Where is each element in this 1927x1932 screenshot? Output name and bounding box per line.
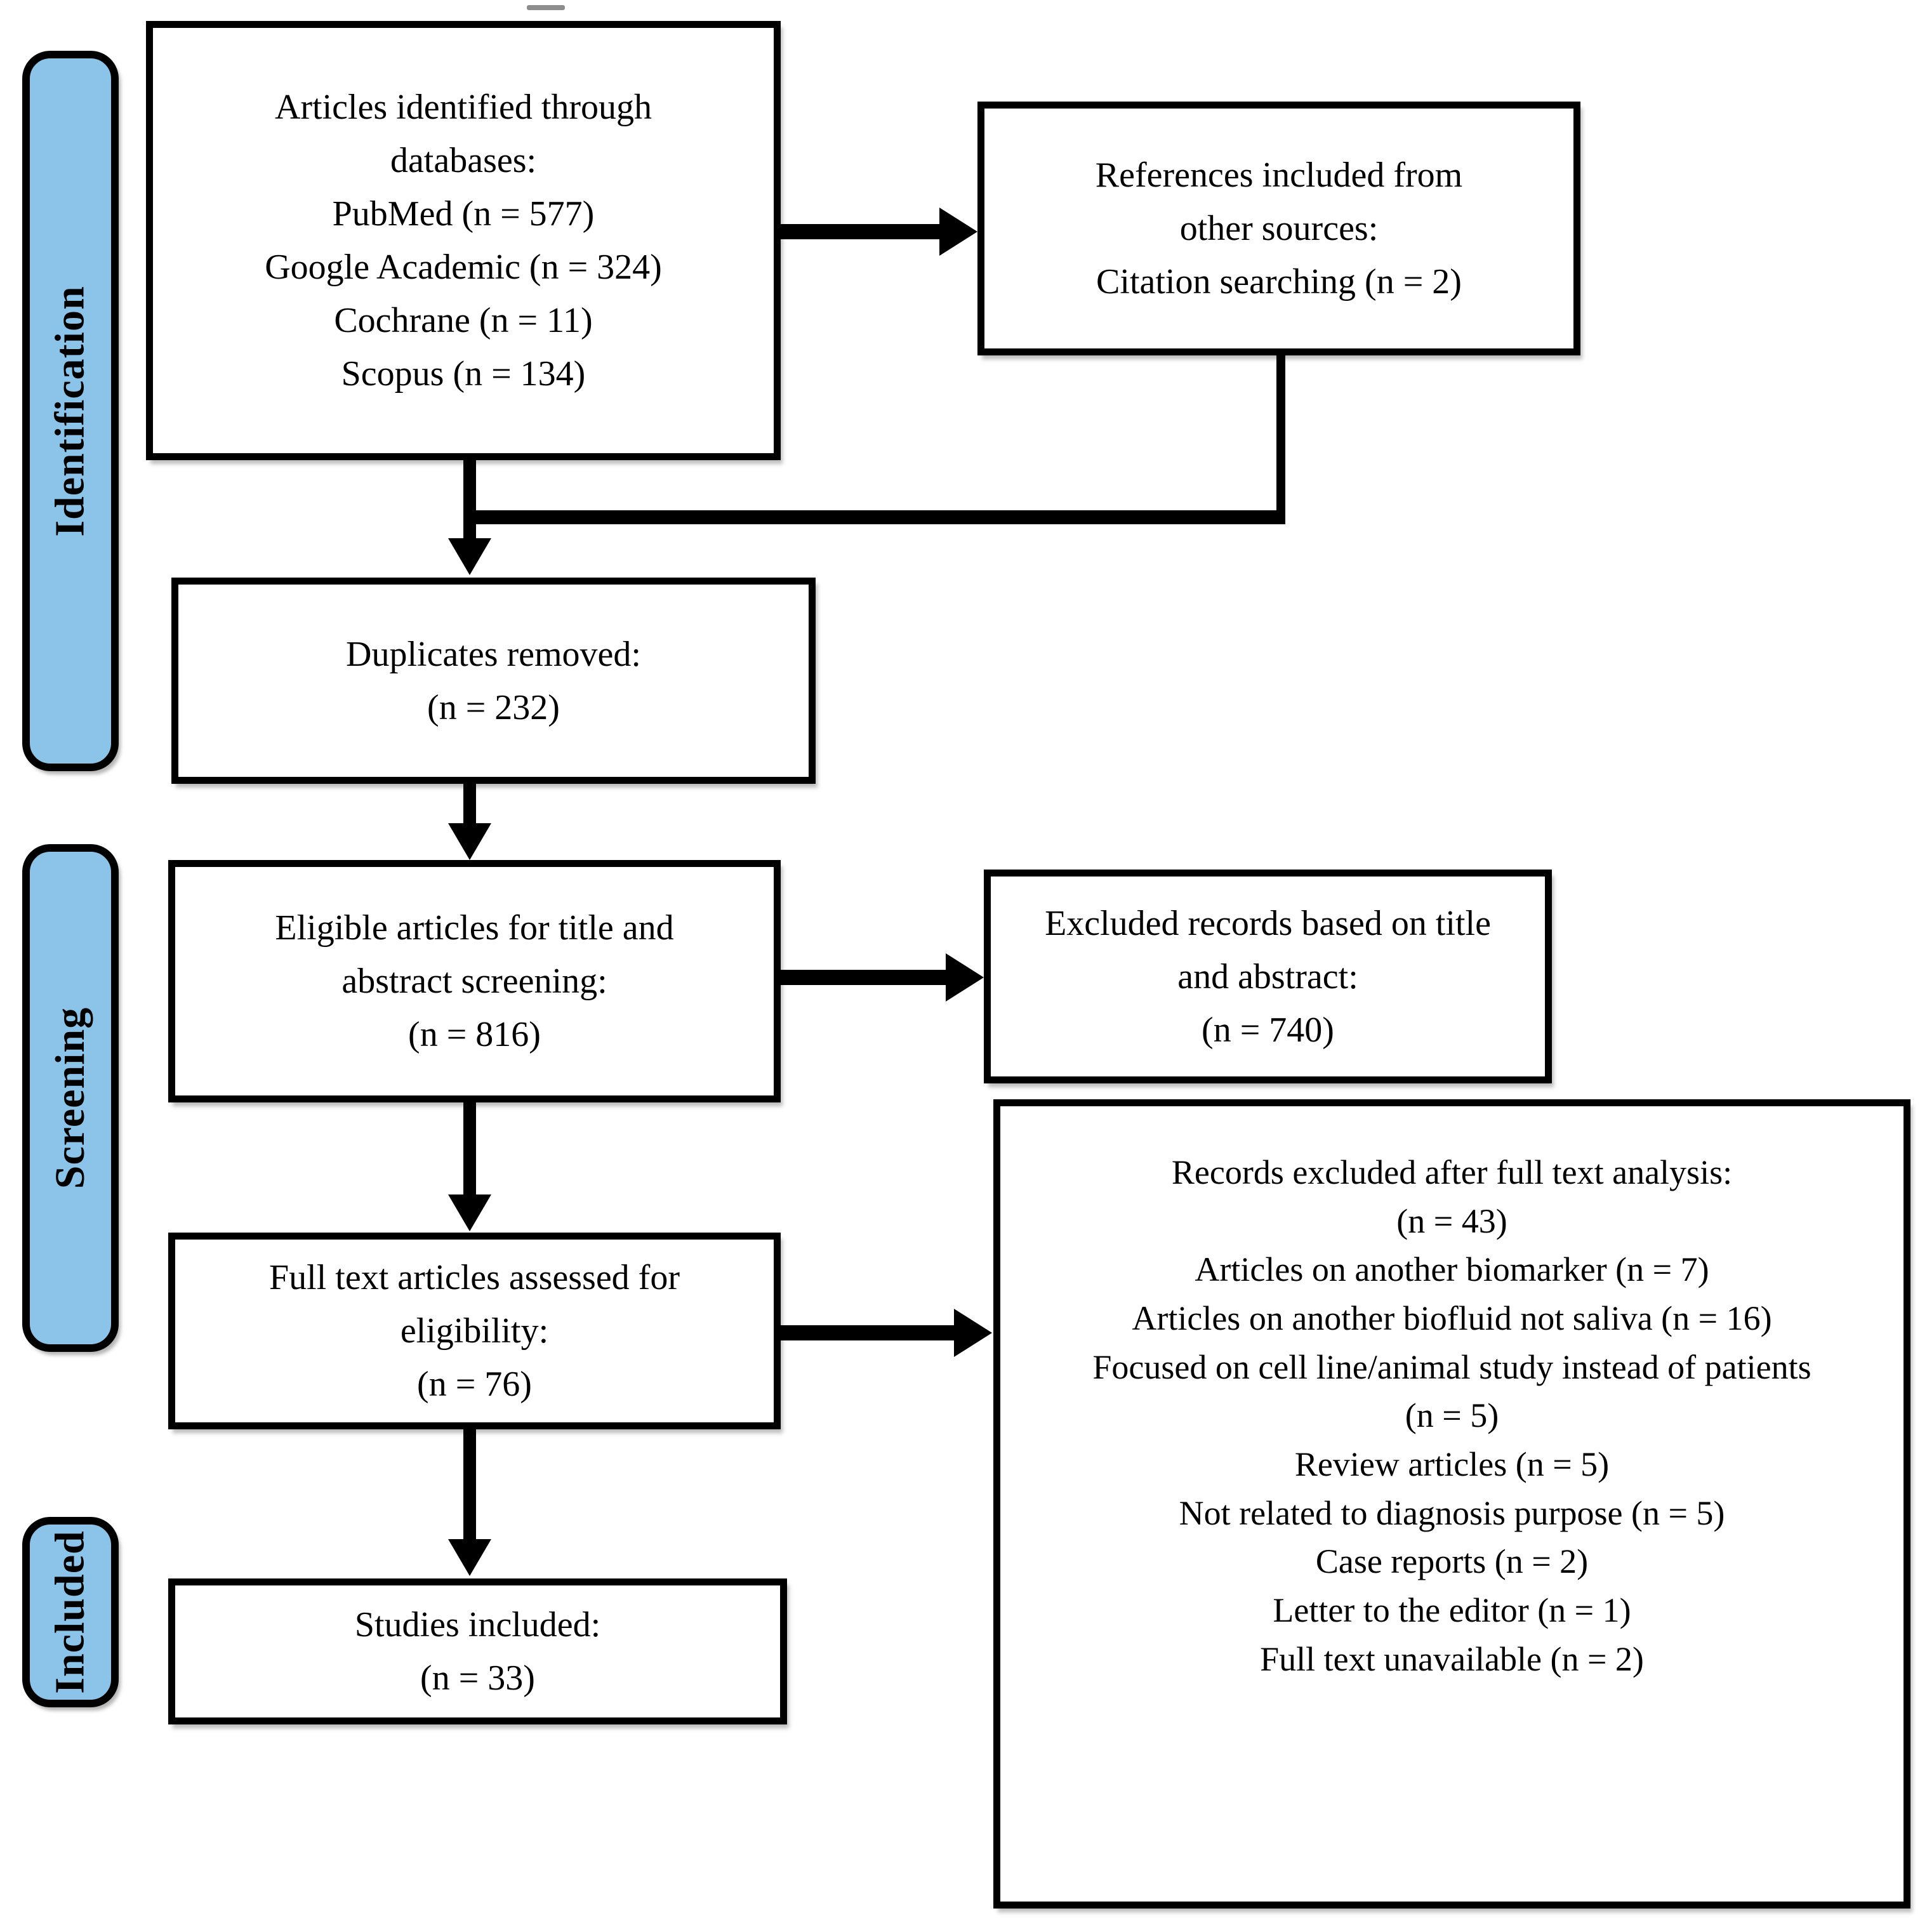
stage-bar-identification: Identification bbox=[22, 51, 119, 771]
box-references-other-sources: References included from other sources: … bbox=[977, 102, 1580, 355]
arrow-screening-to-excluded-shaft bbox=[781, 970, 947, 985]
arrow-fulltext-to-excluded-shaft bbox=[781, 1325, 955, 1340]
box-full-text-assessed: Full text articles assessed for eligibil… bbox=[168, 1233, 781, 1429]
stage-label-identification: Identification bbox=[47, 285, 93, 537]
box-articles-identified-text: Articles identified through databases: P… bbox=[265, 88, 662, 394]
arrow-screening-to-fulltext-shaft bbox=[463, 1101, 476, 1196]
box-duplicates-removed-text: Duplicates removed: (n = 232) bbox=[346, 634, 641, 727]
box-full-text-assessed-text: Full text articles assessed for eligibil… bbox=[269, 1258, 680, 1404]
connector-other-sources-horizontal bbox=[463, 510, 1285, 524]
box-title-abstract-screening: Eligible articles for title and abstract… bbox=[168, 860, 781, 1102]
arrow-fulltext-to-included-shaft bbox=[463, 1428, 476, 1540]
arrow-duplicates-to-screening-shaft bbox=[463, 783, 476, 825]
arrow-identified-to-duplicates-head bbox=[448, 538, 491, 575]
stage-label-screening: Screening bbox=[47, 1007, 94, 1189]
arrow-identified-to-duplicates-shaft bbox=[463, 459, 476, 539]
box-duplicates-removed: Duplicates removed: (n = 232) bbox=[171, 578, 816, 784]
box-excluded-full-text-text: Records excluded after full text analysi… bbox=[1092, 1153, 1811, 1678]
arrow-screening-to-excluded-head bbox=[946, 953, 984, 1002]
box-articles-identified: Articles identified through databases: P… bbox=[146, 21, 781, 460]
box-excluded-full-text: Records excluded after full text analysi… bbox=[993, 1099, 1910, 1909]
box-studies-included-text: Studies included: (n = 33) bbox=[354, 1605, 601, 1698]
arrow-screening-to-fulltext-head bbox=[448, 1194, 491, 1231]
arrow-identified-to-other-sources-shaft bbox=[781, 224, 941, 239]
box-studies-included: Studies included: (n = 33) bbox=[168, 1578, 787, 1724]
arrow-fulltext-to-excluded-head bbox=[954, 1309, 992, 1357]
connector-other-sources-vertical bbox=[1276, 354, 1285, 518]
arrow-duplicates-to-screening-head bbox=[448, 823, 491, 860]
stage-bar-included: Included bbox=[22, 1517, 119, 1707]
box-excluded-title-abstract-text: Excluded records based on title and abst… bbox=[1045, 903, 1491, 1050]
arrow-fulltext-to-included-head bbox=[448, 1539, 491, 1576]
stage-bar-screening: Screening bbox=[22, 844, 119, 1352]
scan-artifact-dash bbox=[527, 5, 565, 10]
arrow-identified-to-other-sources-head bbox=[939, 208, 977, 256]
stage-label-included: Included bbox=[47, 1530, 93, 1694]
box-references-other-sources-text: References included from other sources: … bbox=[1095, 155, 1463, 301]
box-title-abstract-screening-text: Eligible articles for title and abstract… bbox=[275, 908, 674, 1054]
box-excluded-title-abstract: Excluded records based on title and abst… bbox=[984, 870, 1552, 1083]
